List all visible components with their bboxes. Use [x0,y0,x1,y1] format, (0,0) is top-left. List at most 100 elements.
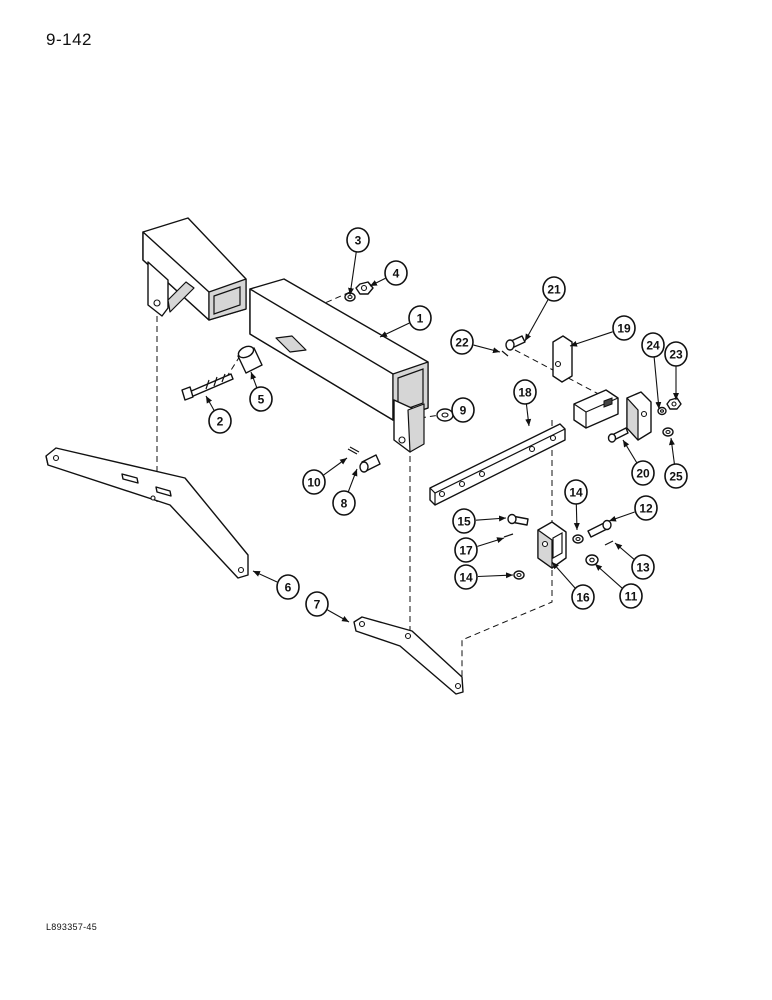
callout-17: 17 [454,537,505,563]
left-tube-section [142,217,247,321]
callout-22: 22 [450,329,501,355]
callout-9: 9 [451,397,475,423]
callout-circle [619,583,643,609]
callout-label: 8 [341,497,348,511]
callout-leader [524,299,549,342]
callout-2: 2 [205,395,232,434]
callout-leader [614,542,635,560]
callout-circle [612,315,636,341]
callout-leader [569,331,613,347]
callout-leader [473,344,501,354]
callout-circle [302,469,326,495]
nut-23 [666,397,682,410]
callout-leader [369,277,386,287]
cotter-13 [604,540,614,546]
callout-label: 18 [518,386,532,400]
callout-label: 15 [457,515,471,529]
callout-label: 21 [547,283,561,297]
callout-circle [452,508,476,534]
callout-leader [653,356,662,410]
washer-11 [585,554,599,566]
callout-circle [571,584,595,610]
callout-label: 25 [669,470,683,484]
cotter-17 [503,533,514,538]
callout-leader [348,251,357,296]
callout-circle [276,574,300,600]
callout-leader [327,609,350,623]
callout-circle [384,260,408,286]
callout-label: 14 [569,486,583,500]
callout-8: 8 [332,468,358,516]
callout-label: 12 [639,502,653,516]
callout-leader [622,439,638,464]
washer-9 [436,408,454,422]
callout-5: 5 [249,371,273,412]
callout-circle [408,305,432,331]
cotter-pin-10 [347,446,360,455]
callout-circle [332,490,356,516]
bracket-19-lower [626,391,652,441]
callout-label: 1 [417,312,424,326]
callout-circle [451,397,475,423]
callout-7: 7 [305,591,350,623]
bolt-12 [587,519,612,538]
callout-leader [477,572,514,579]
callout-label: 16 [576,591,590,605]
callout-layer: 1234567891011121314141516171819202122232… [205,227,688,623]
callout-label: 24 [646,339,660,353]
callout-label: 7 [314,598,321,612]
callout-23: 23 [664,341,688,400]
callout-circle [513,379,537,405]
callout-leader [379,322,410,338]
callout-circle [631,460,655,486]
callout-leader [323,457,348,476]
callout-leader [475,515,507,522]
bracket-19-upper [552,335,573,383]
callout-label: 23 [669,348,683,362]
plate-7 [353,616,464,695]
callout-leader [525,403,532,427]
callout-4: 4 [369,260,408,287]
callout-20: 20 [622,439,655,486]
callout-leader [347,468,358,492]
callout-11: 11 [594,563,643,609]
callout-leader [594,563,623,589]
washer-14-upper [572,534,584,544]
callout-circle [454,564,478,590]
callout-leader [608,511,635,522]
spacer-block [573,389,619,429]
callout-12: 12 [608,495,658,522]
callout-circle [664,341,688,367]
page-number: 9-142 [46,30,92,49]
callout-15: 15 [452,508,507,534]
callout-24: 24 [641,332,665,410]
callout-21: 21 [524,276,566,342]
callout-leader [477,537,505,547]
callout-label: 14 [459,571,473,585]
nut-4 [355,281,374,295]
callout-6: 6 [252,570,300,600]
main-cross-tube [249,278,429,453]
callout-circle [305,591,329,617]
callout-13: 13 [614,542,655,580]
callout-circle [249,386,273,412]
callout-1: 1 [379,305,432,338]
callout-circle [454,537,478,563]
callout-circle [634,495,658,521]
callout-leader [252,570,278,583]
figure-code: L893357-45 [46,922,98,932]
callout-label: 5 [258,393,265,407]
spacer-5 [237,345,263,374]
washer-25 [662,427,674,437]
callout-label: 2 [217,415,224,429]
callout-label: 6 [285,581,292,595]
callout-10: 10 [302,457,348,495]
callout-circle [542,276,566,302]
callout-circle [208,408,232,434]
bar-18 [429,423,566,506]
callout-label: 19 [617,322,631,336]
callout-label: 4 [393,267,400,281]
callout-19: 19 [569,315,636,347]
clamp-16 [537,521,567,569]
